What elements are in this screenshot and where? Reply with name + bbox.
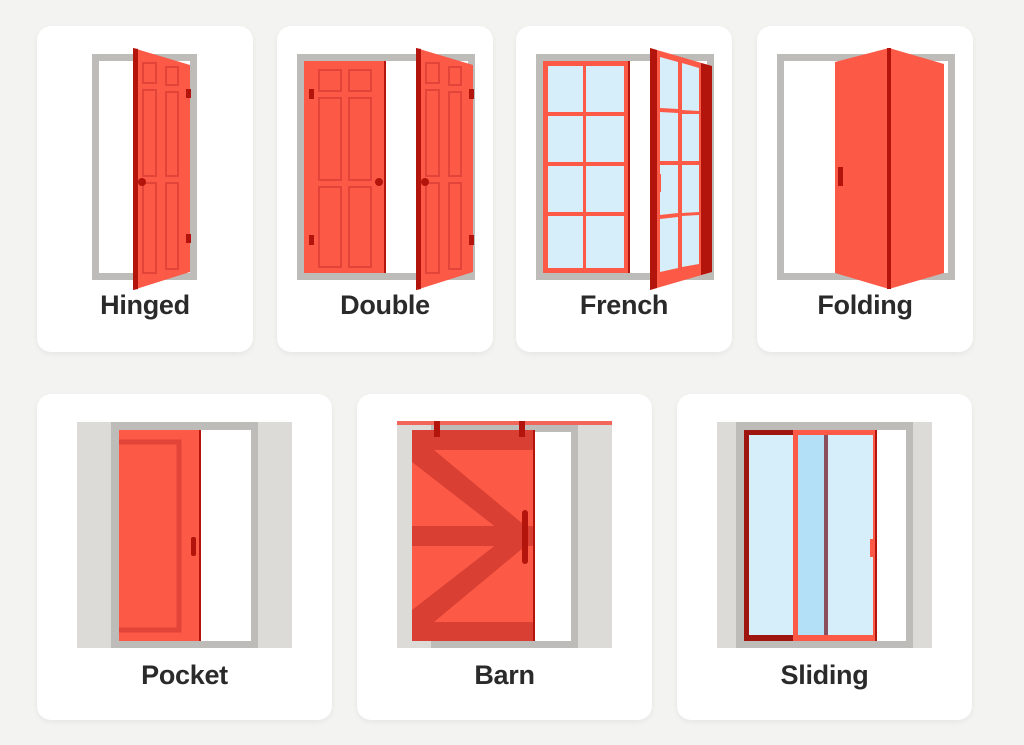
door-label-sliding: Sliding xyxy=(780,660,869,690)
door-label-folding: Folding xyxy=(817,290,913,320)
door-label-french: French xyxy=(579,290,669,320)
door-label-hinged: Hinged xyxy=(100,290,190,320)
door-label-double: Double xyxy=(340,290,430,320)
door-card-sliding: Sliding xyxy=(677,394,972,720)
barn-door-illustration xyxy=(397,421,612,648)
door-card-folding: Folding xyxy=(757,26,973,352)
door-label-barn: Barn xyxy=(474,660,535,690)
door-card-french: French xyxy=(516,26,732,352)
double-door-illustration xyxy=(297,48,475,290)
hinged-door-illustration xyxy=(92,48,197,290)
french-door-illustration xyxy=(536,48,714,290)
folding-door-illustration xyxy=(777,48,955,289)
door-card-hinged: Hinged xyxy=(37,26,253,352)
door-card-pocket: Pocket xyxy=(37,394,332,720)
door-card-barn: Barn xyxy=(357,394,652,720)
pocket-door-illustration xyxy=(77,422,292,648)
door-card-double: Double xyxy=(277,26,493,352)
door-label-pocket: Pocket xyxy=(141,660,228,690)
sliding-door-illustration xyxy=(717,422,932,648)
